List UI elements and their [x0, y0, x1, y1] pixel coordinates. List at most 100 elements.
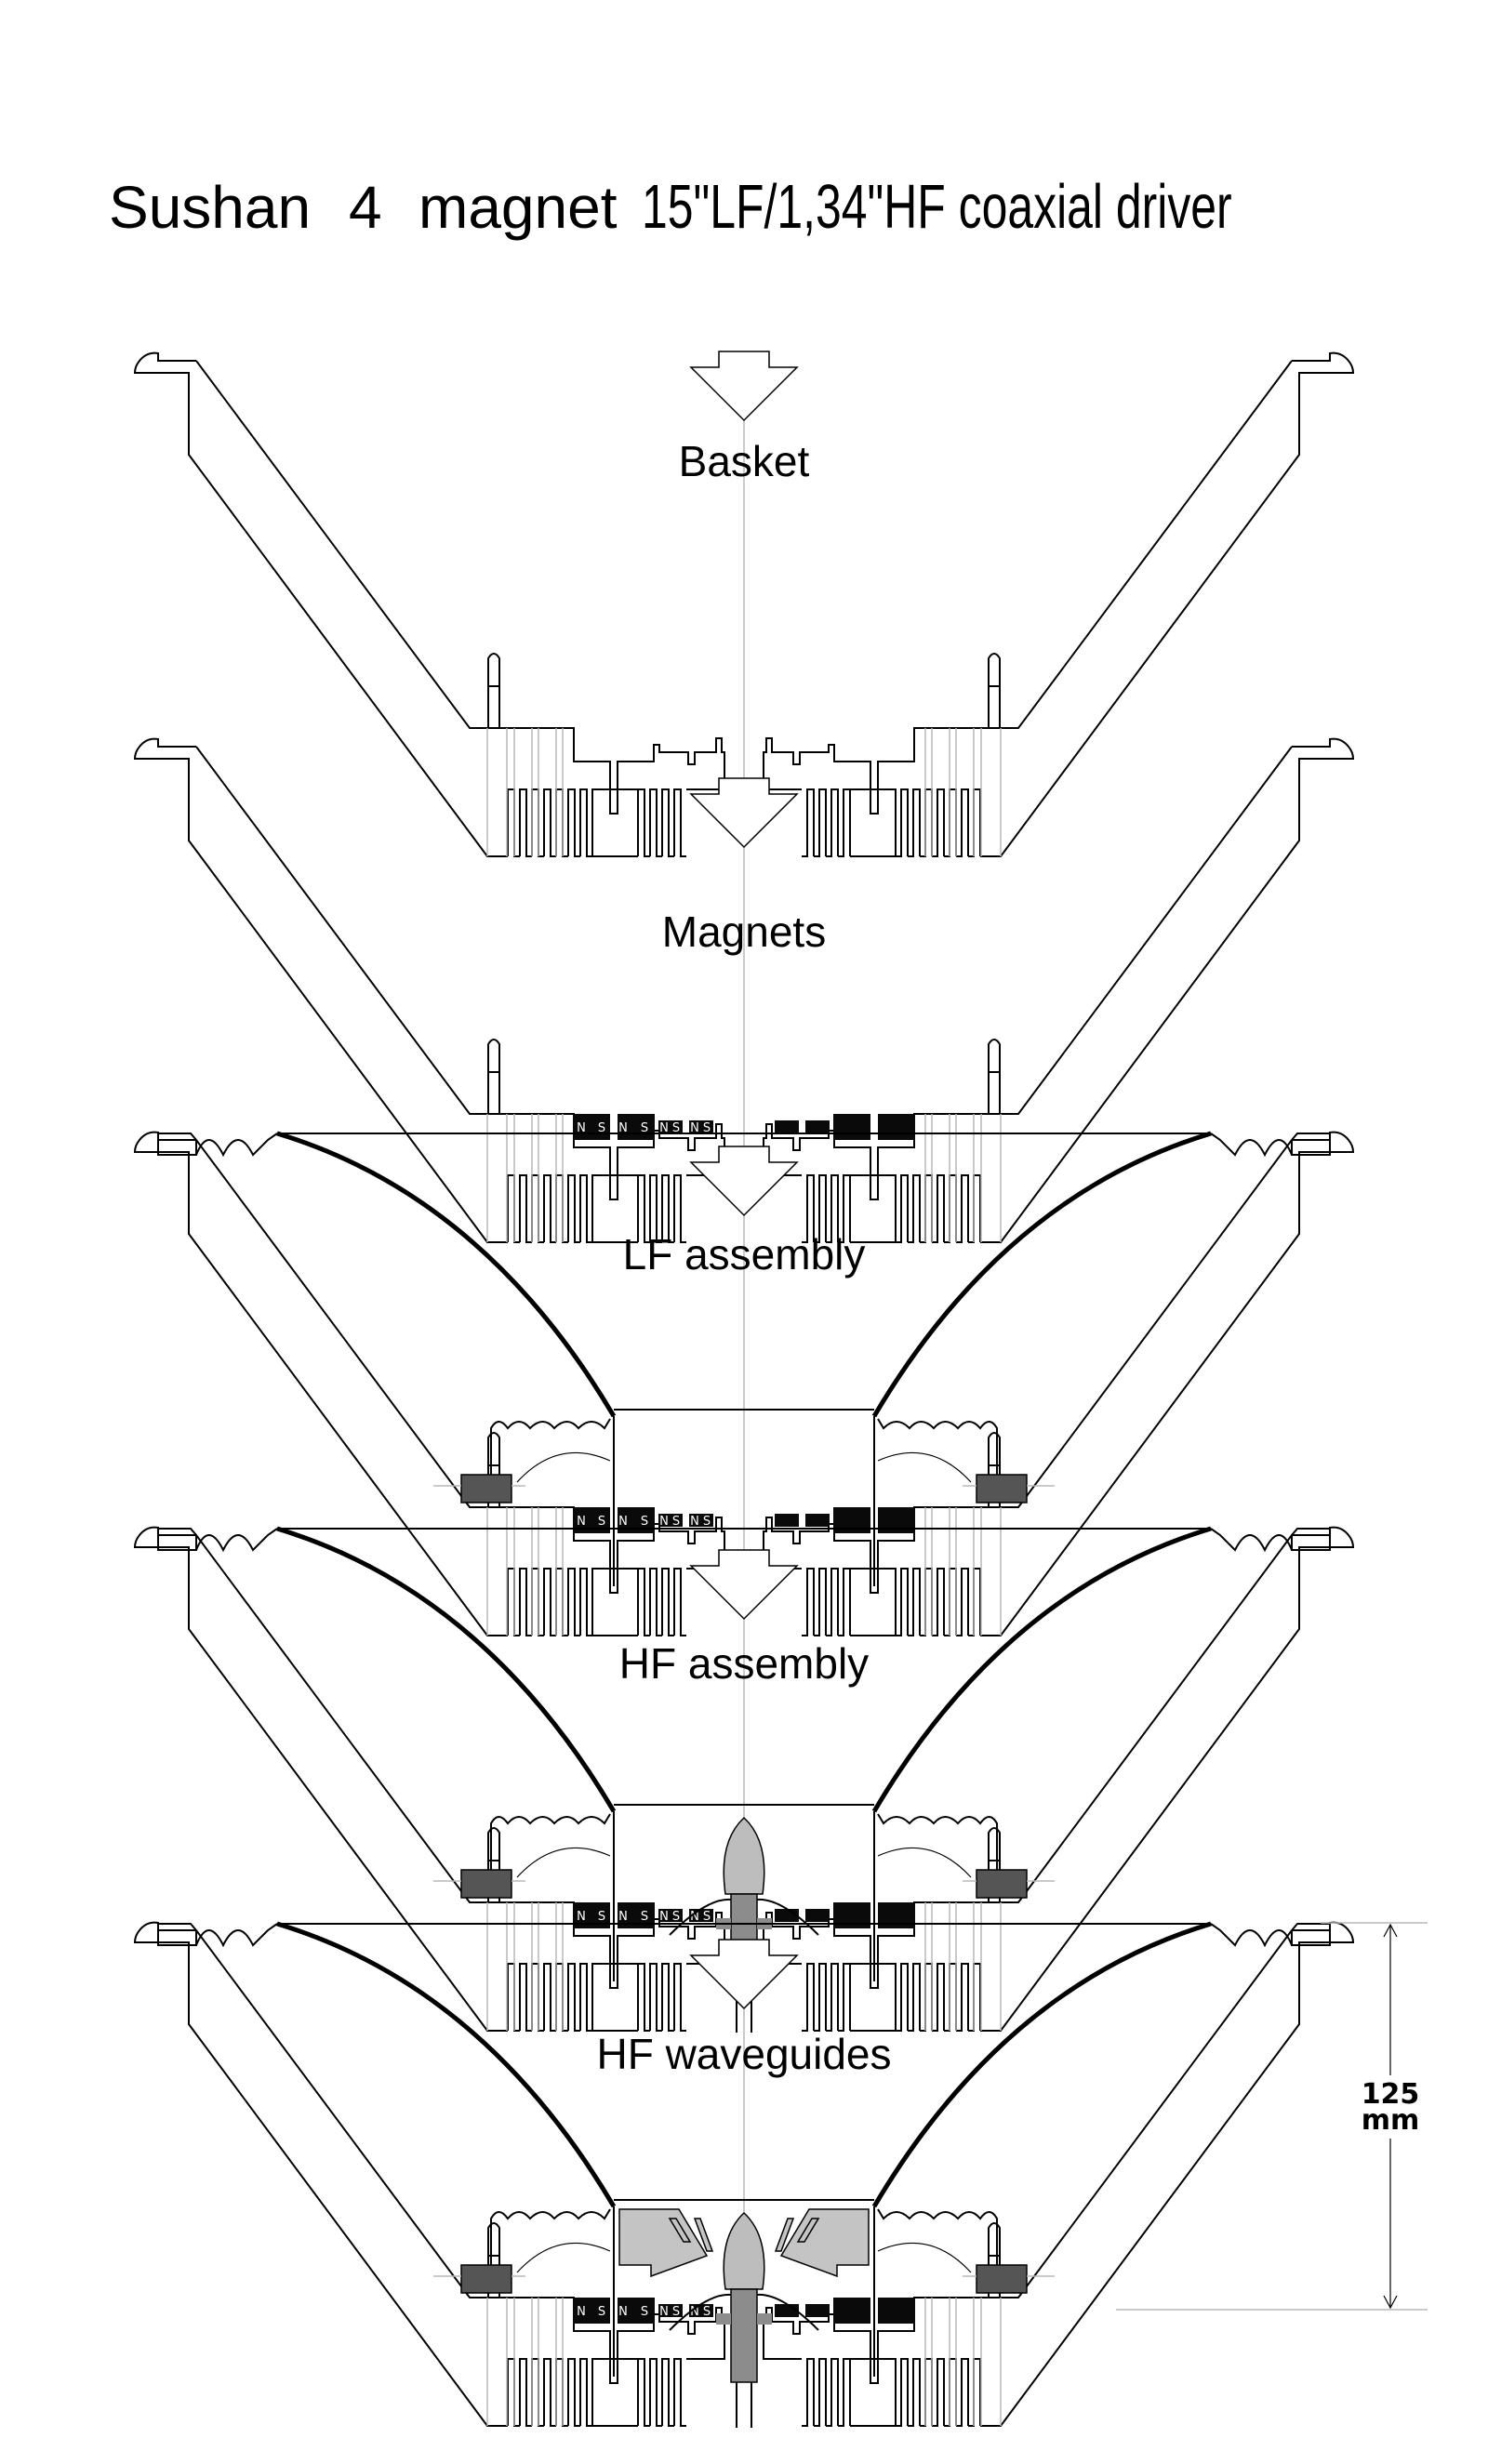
waveguide-vane: [774, 2218, 795, 2252]
magnet-block: [618, 1114, 655, 1140]
magnet-block-small: [658, 1909, 683, 1922]
lf-surround: [1210, 1133, 1293, 1158]
lf-cone: [276, 1921, 617, 2208]
right-half: [744, 1131, 1355, 1636]
spider: [490, 1418, 611, 1475]
basket-body-profile: [195, 360, 725, 815]
down-arrow-icon: [689, 1549, 799, 1621]
hf-waveguides: [774, 2208, 870, 2278]
construction-lines: [486, 728, 564, 856]
magnet-block-small: [805, 1514, 830, 1527]
lf-assembly: [157, 1131, 744, 1586]
basket-rim-profile: [980, 1131, 1355, 1636]
lf-cone: [871, 1131, 1212, 1418]
heatsink-fins: [507, 1963, 686, 2032]
down-arrow-icon: [689, 1146, 799, 1217]
lf-surround: [1210, 1923, 1293, 1948]
magnets: [775, 2298, 915, 2324]
waveguide-block: [618, 2208, 709, 2278]
gasket: [1291, 1133, 1331, 1156]
stage-label: LF assembly: [623, 1230, 866, 1278]
gasket: [1291, 1528, 1331, 1551]
basket-body-profile: [195, 1929, 725, 2384]
hf-dome: [723, 1816, 765, 1895]
basket-rim-profile: [133, 737, 508, 1243]
construction-lines: [924, 1902, 1002, 2031]
magnet-polarity-label: N: [577, 1910, 586, 1924]
hf-diaphragm: [669, 1898, 819, 1936]
basket-rim-profile: [980, 1526, 1355, 2032]
magnet-block: [573, 2298, 610, 2324]
construction-lines: [486, 1902, 564, 2031]
title-spec: 15"LF/1,34"HF coaxial driver: [642, 171, 1232, 242]
magnet-polarity-label: N: [659, 1910, 669, 1924]
dimension-arrow-up-icon: [1383, 1923, 1398, 1938]
right-half: [744, 1526, 1355, 2032]
dust-dome-line: [516, 2242, 611, 2273]
right-half: [763, 737, 1355, 1243]
spider: [490, 2208, 611, 2265]
dimension-unit: mm: [1362, 2104, 1420, 2137]
spider: [877, 1813, 998, 1870]
lf-frame-block: [460, 1474, 512, 1504]
basket-body-profile: [195, 1139, 725, 1594]
construction-lines: [924, 728, 1002, 856]
basket-rim-profile: [980, 737, 1355, 1243]
basket-body-profile: [195, 746, 725, 1200]
heatsink-fins: [507, 788, 686, 857]
heatsink-fins: [802, 788, 981, 857]
down-arrow-icon: [689, 351, 799, 422]
lf-assembly: [744, 1921, 1331, 2377]
dust-dome-line: [516, 1451, 611, 1483]
waveguide-vane: [668, 2218, 692, 2243]
magnet-block-small: [805, 2304, 830, 2317]
construction-lines: [924, 2298, 1002, 2426]
magnet-polarity-label: N: [690, 1121, 699, 1135]
down-arrow-icon: [689, 1939, 799, 2010]
waveguide-vane: [796, 2218, 820, 2243]
title-word-magnet: magnet: [418, 174, 618, 241]
magnet-block: [878, 1114, 915, 1140]
magnet-block-small: [805, 1120, 830, 1133]
construction-lines: [924, 1114, 1002, 1242]
spider: [877, 1418, 998, 1475]
magnet-polarity-label: N: [577, 1121, 586, 1135]
magnet-polarity-label: N: [659, 1121, 669, 1135]
magnet-polarity-label: S: [672, 1910, 680, 1924]
heatsink-fins: [507, 1568, 686, 1636]
lf-assembly: [157, 1526, 744, 1981]
basket-rim-profile: [133, 351, 508, 857]
magnet-polarity-label: S: [703, 2305, 711, 2319]
magnet-polarity-label: N: [690, 1910, 699, 1924]
basket-body-profile: [763, 746, 1293, 1200]
magnet-polarity-label: S: [641, 2305, 648, 2319]
gasket: [1291, 1923, 1331, 1946]
basket-body-profile: [763, 1929, 1293, 2384]
magnet-block: [833, 1114, 870, 1140]
magnet-block-small: [658, 1514, 683, 1527]
lf-surround: [195, 1133, 278, 1158]
magnet-polarity-label: N: [618, 1515, 628, 1529]
lf-cone: [871, 1921, 1212, 2208]
magnet-polarity-label: S: [672, 1121, 680, 1135]
basket: [763, 1131, 1355, 1636]
basket: [763, 1526, 1355, 2032]
right-half: [744, 1921, 1355, 2427]
gasket: [157, 1133, 197, 1156]
dust-dome-line: [516, 1847, 611, 1878]
magnet-polarity-label: S: [598, 2305, 605, 2319]
magnet-block: [833, 2298, 870, 2324]
stage-basket: Basket: [133, 351, 1355, 857]
lf-surround: [195, 1528, 278, 1553]
mounting-peg: [988, 653, 1001, 728]
basket-body-profile: [195, 1534, 725, 1989]
lf-surround: [1210, 1528, 1293, 1553]
basket: [133, 1131, 725, 1636]
basket: [763, 351, 1355, 857]
magnet-polarity-label: S: [703, 1910, 711, 1924]
right-half: [763, 351, 1355, 857]
